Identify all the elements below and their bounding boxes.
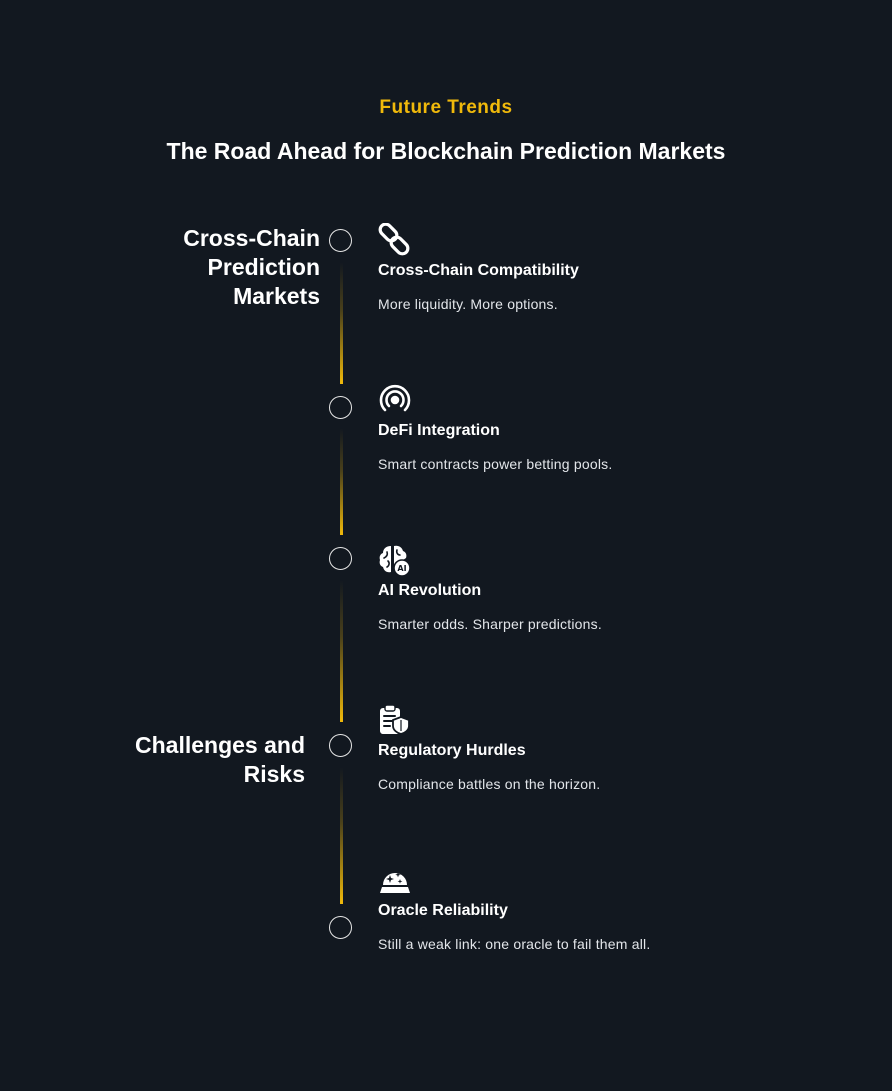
item-title: Oracle Reliability [378, 902, 508, 919]
eyebrow-label: Future Trends [379, 97, 513, 118]
timeline-node [329, 734, 352, 757]
crystal-ball-icon [378, 863, 412, 897]
ai-brain-icon: AI [378, 543, 412, 577]
section-label-line: Cross-Chain [183, 225, 320, 251]
clipboard-shield-icon [378, 703, 412, 737]
timeline-item-regulatory: Regulatory Hurdles Compliance battles on… [378, 703, 848, 793]
section-label-line: Prediction [207, 254, 320, 280]
item-description: Smarter odds. Sharper predictions. [378, 616, 602, 632]
timeline-node [329, 229, 352, 252]
timeline-connector [340, 262, 343, 384]
timeline-connector [340, 580, 343, 722]
item-description: Smart contracts power betting pools. [378, 456, 613, 472]
timeline-item-cross-chain: Cross-Chain Compatibility More liquidity… [378, 223, 848, 313]
timeline-item-defi: DeFi Integration Smart contracts power b… [378, 383, 848, 473]
timeline-node [329, 547, 352, 570]
section-label-cross-chain: Cross-Chain Prediction Markets [120, 224, 320, 311]
item-title: DeFi Integration [378, 422, 500, 439]
timeline-connector [340, 767, 343, 904]
item-description: Still a weak link: one oracle to fail th… [378, 936, 651, 952]
ai-badge-text: AI [397, 564, 406, 573]
timeline-item-ai: AI AI Revolution Smarter odds. Sharper p… [378, 543, 848, 633]
item-description: More liquidity. More options. [378, 296, 558, 312]
broadcast-icon [378, 383, 412, 417]
item-title: Cross-Chain Compatibility [378, 262, 579, 279]
timeline-node [329, 396, 352, 419]
section-label-line: Markets [233, 283, 320, 309]
item-title: Regulatory Hurdles [378, 742, 526, 759]
item-title: AI Revolution [378, 582, 482, 599]
link-icon [378, 223, 412, 257]
page-title: The Road Ahead for Blockchain Prediction… [166, 138, 726, 164]
timeline-node [329, 916, 352, 939]
timeline-connector [340, 428, 343, 535]
section-label-line: Challenges and [135, 732, 305, 758]
section-label-challenges: Challenges and Risks [85, 731, 305, 789]
section-label-line: Risks [243, 761, 305, 787]
item-description: Compliance battles on the horizon. [378, 776, 601, 792]
timeline-item-oracle: Oracle Reliability Still a weak link: on… [378, 863, 848, 953]
